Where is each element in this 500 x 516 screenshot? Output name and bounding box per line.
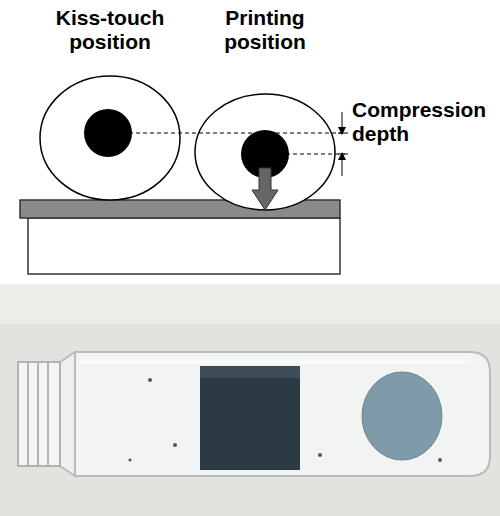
printed-film: [200, 366, 300, 470]
roller: [195, 94, 335, 210]
thread: [27, 362, 29, 466]
press-arrow: [252, 168, 278, 210]
dimension-arrow: [342, 156, 343, 176]
photo-background: [0, 284, 500, 516]
film-highlight: [200, 366, 300, 378]
speck: [148, 378, 152, 382]
reference-line: [265, 154, 345, 155]
base-block: [28, 218, 340, 274]
speck: [318, 453, 322, 457]
speck: [438, 458, 442, 462]
vial-shoulder: [60, 352, 75, 476]
dimension-tick: [338, 154, 348, 155]
label: Compression depth: [352, 98, 496, 146]
vial-body: [75, 352, 490, 476]
roller: [40, 76, 180, 200]
reference-line: [108, 133, 345, 134]
label: Kiss-touch position: [30, 6, 190, 54]
vial-neck: [18, 362, 60, 466]
dimension-tick: [338, 133, 348, 134]
glass-reflection: [80, 361, 470, 364]
thread: [37, 362, 39, 466]
speck: [173, 443, 177, 447]
label: Printing position: [190, 6, 340, 54]
dimension-arrow: [342, 112, 343, 131]
printed-disc: [362, 372, 442, 460]
thread: [47, 362, 49, 466]
photo-background: [0, 284, 500, 324]
speck: [129, 459, 132, 462]
